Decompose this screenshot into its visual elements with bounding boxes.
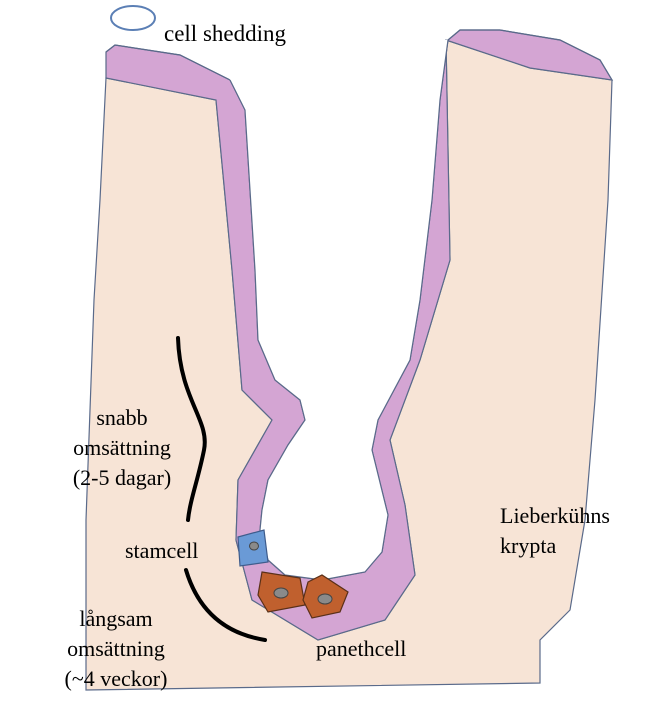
slow-turnover-line-2: omsättning xyxy=(67,636,165,661)
slow-turnover-line-1: långsam xyxy=(79,606,153,631)
shed-cell xyxy=(110,5,156,31)
villus-tip-left xyxy=(105,44,231,81)
slow-turnover-bracket xyxy=(184,568,267,642)
slow-turnover-label: långsam omsättning (~4 veckor) xyxy=(46,604,186,694)
paneth-cell-label: panethcell xyxy=(316,636,407,661)
fast-turnover-line-1: snabb xyxy=(96,405,148,430)
fast-turnover-bracket xyxy=(176,336,207,522)
stem-cell-label: stamcell xyxy=(125,538,199,563)
stem-cell-nucleus xyxy=(249,541,259,551)
cell-shedding-label: cell shedding xyxy=(164,21,286,46)
crypt-line-2: krypta xyxy=(500,533,557,558)
slow-turnover-line-3: (~4 veckor) xyxy=(64,666,168,691)
paneth-cell-2-nucleus xyxy=(317,593,333,605)
paneth-cell-1-nucleus xyxy=(273,587,289,599)
fast-turnover-line-3: (2-5 dagar) xyxy=(72,465,172,490)
lumen-outline xyxy=(229,39,449,581)
villus-tip-right xyxy=(447,29,613,81)
crypt-label: Lieberkühns krypta xyxy=(500,501,610,561)
fast-turnover-line-2: omsättning xyxy=(73,435,171,460)
fast-turnover-label: snabb omsättning (2-5 dagar) xyxy=(52,403,192,493)
crypt-lumen xyxy=(200,20,448,580)
crypt-line-1: Lieberkühns xyxy=(500,503,610,528)
